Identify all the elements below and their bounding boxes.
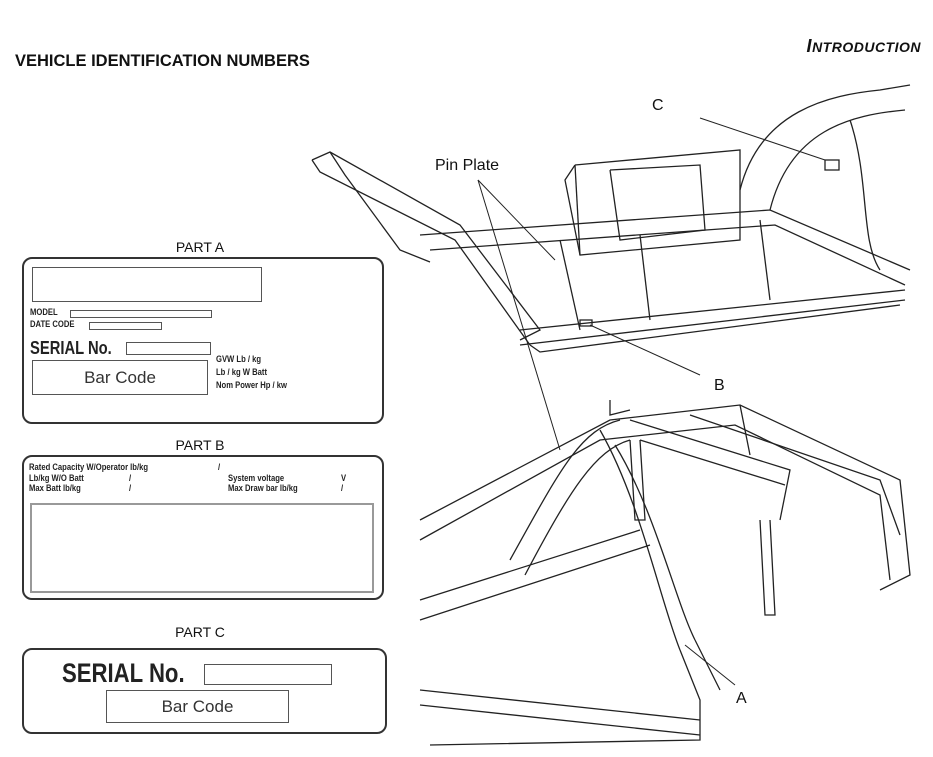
callout-a: A bbox=[736, 690, 747, 707]
leader-lines bbox=[477, 117, 826, 686]
section-header-rest: NTRODUCTION bbox=[812, 39, 921, 55]
part-c-label-panel: SERIAL No. Bar Code bbox=[22, 648, 387, 734]
wo-batt-label: Lb/kg W/O Batt bbox=[29, 473, 84, 483]
slash: / bbox=[218, 462, 221, 472]
part-a-top-field bbox=[32, 267, 262, 302]
part-b-label-panel: Rated Capacity W/Operator lb/kg / Lb/kg … bbox=[22, 455, 384, 600]
part-a-label: PART A bbox=[175, 239, 225, 255]
max-batt-label: Max Batt lb/kg bbox=[29, 483, 81, 493]
bar-code-field: Bar Code bbox=[32, 360, 208, 395]
part-c-label: PART C bbox=[175, 624, 225, 640]
date-code-label: DATE CODE bbox=[30, 319, 75, 329]
model-field bbox=[70, 310, 212, 318]
section-header-initial: I bbox=[806, 36, 813, 56]
part-b-blank-field bbox=[30, 503, 374, 593]
w-batt-label: Lb / kg W Batt bbox=[216, 367, 267, 377]
gvw-label: GVW Lb / kg bbox=[216, 354, 262, 364]
serial-field bbox=[204, 664, 332, 685]
lower-frame-drawing bbox=[419, 400, 911, 746]
part-b-label: PART B bbox=[175, 437, 225, 453]
model-label: MODEL bbox=[30, 307, 58, 317]
slash: / bbox=[341, 483, 344, 493]
part-a-label-panel: MODEL DATE CODE SERIAL No. Bar Code GVW … bbox=[22, 257, 384, 424]
slash: / bbox=[129, 483, 132, 493]
serial-label: SERIAL No. bbox=[30, 338, 112, 358]
upper-frame-drawing bbox=[311, 84, 911, 353]
system-voltage-label: System voltage bbox=[228, 473, 285, 483]
rated-capacity-label: Rated Capacity W/Operator lb/kg bbox=[29, 462, 149, 472]
nom-power-label: Nom Power Hp / kw bbox=[216, 380, 287, 390]
serial-field bbox=[126, 342, 211, 355]
callout-c: C bbox=[652, 97, 664, 114]
volt-unit: V bbox=[341, 473, 347, 483]
bar-code-field: Bar Code bbox=[106, 690, 289, 723]
date-code-field bbox=[89, 322, 162, 330]
max-draw-label: Max Draw bar lb/kg bbox=[228, 483, 298, 493]
section-header: INTRODUCTION bbox=[807, 36, 921, 57]
serial-label: SERIAL No. bbox=[62, 658, 185, 688]
callout-b: B bbox=[714, 377, 725, 394]
slash: / bbox=[129, 473, 132, 483]
page-title: VEHICLE IDENTIFICATION NUMBERS bbox=[15, 52, 310, 70]
pin-plate-callout: Pin Plate bbox=[435, 157, 500, 174]
